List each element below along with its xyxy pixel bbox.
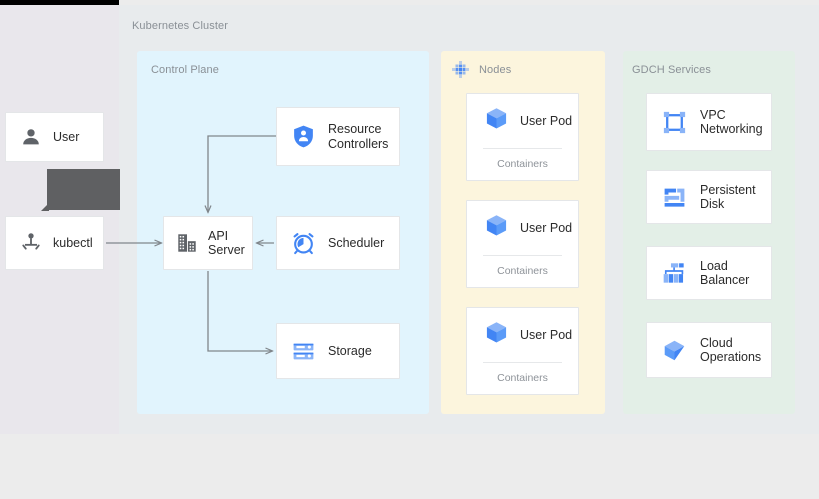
pod-label: User Pod (520, 221, 573, 235)
node-storage-label: Storage (328, 343, 372, 358)
node-cloud-operations[interactable]: Cloud Operations (646, 322, 772, 378)
node-user[interactable]: User (5, 112, 104, 162)
pod-header: User Pod (467, 94, 578, 136)
tooltip-overlay (41, 169, 120, 211)
pod-header: User Pod (467, 201, 578, 243)
group-title-control-plane: Control Plane (151, 64, 219, 76)
node-persistent-disk-label: Persistent Disk (700, 182, 756, 212)
node-vpc-networking-label: VPC Networking (700, 107, 763, 137)
node-scheduler[interactable]: Scheduler (276, 216, 400, 270)
divider (483, 255, 562, 256)
node-scheduler-label: Scheduler (328, 235, 385, 250)
server-building-icon (176, 232, 198, 254)
node-kubectl[interactable]: kubectl (5, 216, 104, 270)
kubectl-icon (20, 232, 42, 254)
persistent-disk-icon (662, 185, 687, 210)
pod-label: User Pod (520, 114, 573, 128)
pod-sublabel: Containers (497, 158, 548, 170)
alarm-clock-icon (291, 231, 316, 256)
shield-person-icon (291, 124, 316, 149)
pod-header: User Pod (467, 308, 578, 350)
node-load-balancer[interactable]: Load Balancer (646, 246, 772, 300)
node-resource-controllers-label: Resource Controllers (328, 122, 389, 151)
cloud-operations-icon (662, 338, 687, 363)
node-user-pod[interactable]: User Pod Containers (466, 200, 579, 288)
node-kubectl-label: kubectl (53, 235, 93, 250)
cube-icon (484, 320, 509, 350)
pod-label: User Pod (520, 328, 573, 342)
cube-icon (484, 106, 509, 136)
divider (483, 148, 562, 149)
node-user-label: User (53, 129, 80, 144)
node-api-server-label: API Server (208, 228, 245, 258)
pod-sublabel: Containers (497, 372, 548, 384)
group-title-nodes: Nodes (479, 64, 512, 76)
nodes-grid-icon (452, 61, 469, 78)
node-storage[interactable]: Storage (276, 323, 400, 379)
node-user-pod[interactable]: User Pod Containers (466, 307, 579, 395)
person-icon (20, 126, 42, 148)
node-resource-controllers[interactable]: Resource Controllers (276, 107, 400, 166)
top-black-bar (0, 0, 119, 5)
group-title-gdch-services: GDCH Services (632, 64, 711, 76)
storage-stack-icon (291, 339, 316, 364)
node-user-pod[interactable]: User Pod Containers (466, 93, 579, 181)
cube-icon (484, 213, 509, 243)
page-title: Kubernetes Cluster (132, 20, 228, 32)
vpc-networking-icon (662, 110, 687, 135)
node-cloud-operations-label: Cloud Operations (700, 335, 762, 365)
divider (483, 362, 562, 363)
load-balancer-icon (662, 261, 687, 286)
node-api-server[interactable]: API Server (163, 216, 253, 270)
node-load-balancer-label: Load Balancer (700, 258, 750, 288)
node-vpc-networking[interactable]: VPC Networking (646, 93, 772, 151)
node-persistent-disk[interactable]: Persistent Disk (646, 170, 772, 224)
pod-sublabel: Containers (497, 265, 548, 277)
